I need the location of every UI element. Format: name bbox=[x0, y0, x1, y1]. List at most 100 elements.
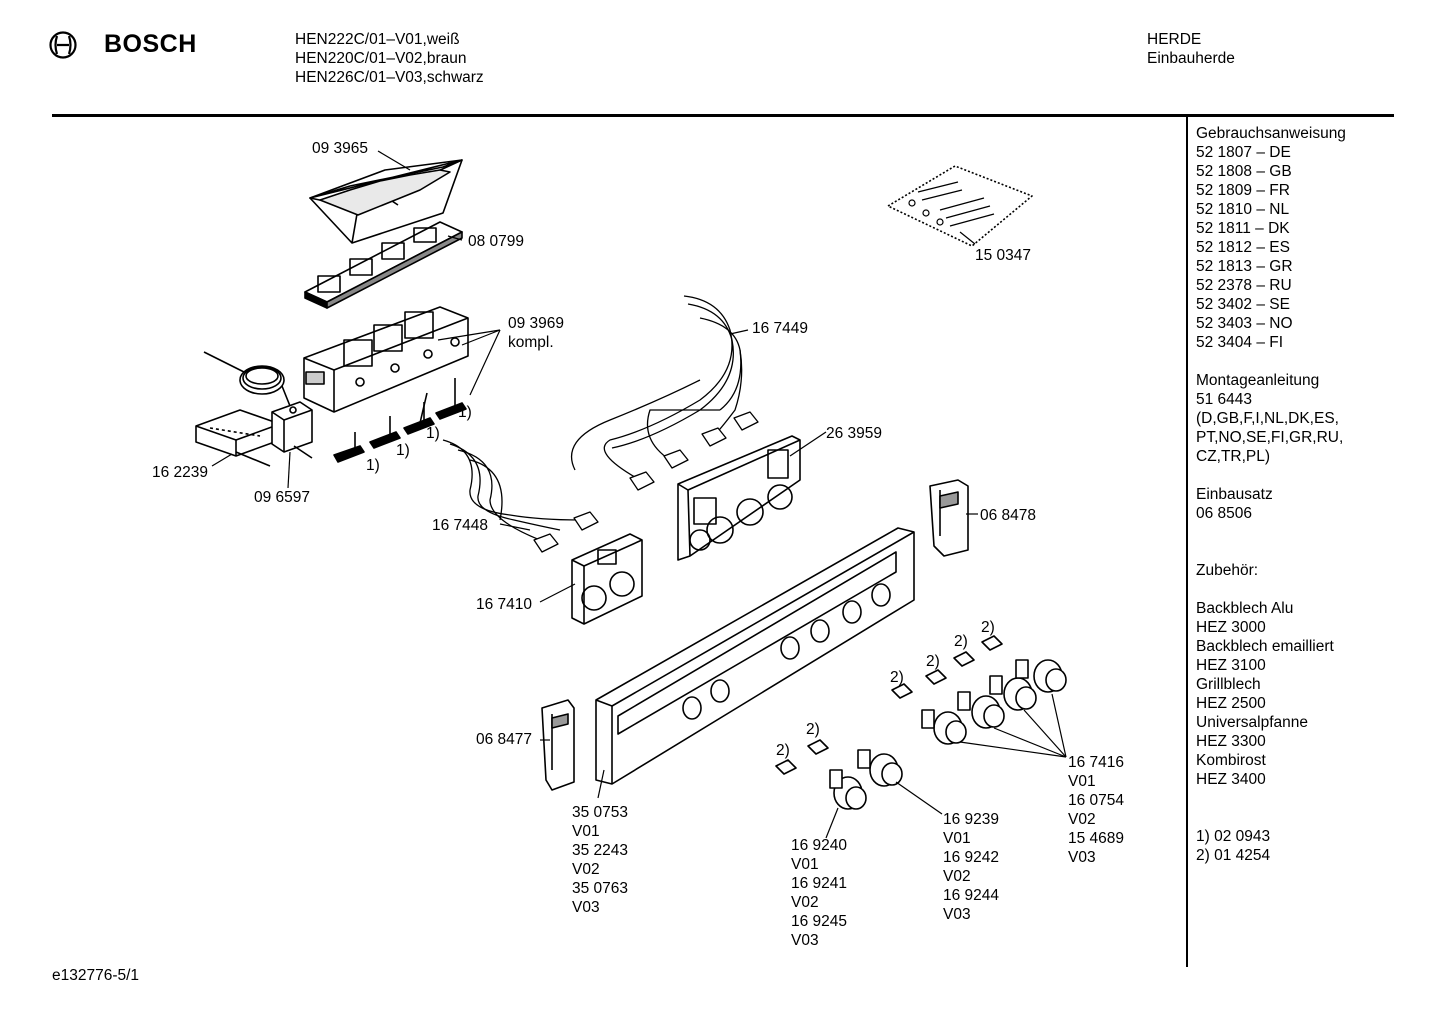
label-169239: 16 9239 V01 16 9242 V02 16 9244 V03 bbox=[943, 810, 999, 924]
label-167449: 16 7449 bbox=[752, 320, 809, 337]
label-line: 35 2243 bbox=[572, 842, 629, 859]
note-1-marker: 1) bbox=[396, 442, 410, 459]
accessories-title: Zubehör: bbox=[1196, 562, 1259, 579]
model-line: HEN220C/01–V02,braun bbox=[295, 50, 467, 67]
label-096597: 09 6597 bbox=[254, 489, 311, 506]
header-rule bbox=[52, 114, 1394, 117]
label-line: V02 bbox=[1068, 811, 1096, 828]
label-167448: 16 7448 bbox=[432, 517, 489, 534]
label-line: V01 bbox=[791, 856, 819, 873]
label-line: 35 0763 bbox=[572, 880, 629, 897]
mount-item: 51 6443 bbox=[1196, 391, 1253, 408]
model-list: HEN222C/01–V01,weiß HEN220C/01–V02,braun… bbox=[295, 30, 484, 87]
footnote: 1) 02 0943 bbox=[1196, 828, 1271, 845]
label-line: V03 bbox=[791, 932, 819, 949]
label-068477: 06 8477 bbox=[476, 731, 533, 748]
part-068477-bracket bbox=[541, 699, 575, 791]
manual-item: 52 1812 – ES bbox=[1196, 239, 1290, 256]
note-1-marker: 1) bbox=[426, 425, 440, 442]
note-2-marker: 2) bbox=[926, 653, 940, 670]
accessory-item: Kombirost bbox=[1196, 752, 1266, 769]
note-2-marker: 2) bbox=[981, 619, 995, 636]
label-line: V03 bbox=[572, 899, 600, 916]
label-line: 35 0753 bbox=[572, 804, 629, 821]
part-068478-bracket bbox=[929, 479, 969, 557]
label-line: 09 3969 bbox=[508, 315, 565, 332]
manual-item: 52 1813 – GR bbox=[1196, 258, 1293, 275]
label-093965: 09 3965 bbox=[312, 140, 369, 157]
label-162239: 16 2239 bbox=[152, 464, 209, 481]
part-small-switches bbox=[333, 378, 467, 463]
part-263959-module bbox=[677, 435, 801, 561]
part-clips bbox=[775, 635, 1003, 775]
model-line: HEN226C/01–V03,schwarz bbox=[295, 69, 484, 86]
part-knobs-left bbox=[829, 749, 903, 810]
note-2-marker: 2) bbox=[890, 669, 904, 686]
part-096597-regulator bbox=[203, 351, 313, 459]
note-2-marker: 2) bbox=[806, 721, 820, 738]
manual-item: 52 1809 – FR bbox=[1196, 182, 1290, 199]
label-line: V03 bbox=[943, 906, 971, 923]
label-line: 16 0754 bbox=[1068, 792, 1125, 809]
footnote: 2) 01 4254 bbox=[1196, 847, 1271, 864]
note-2-marker: 2) bbox=[954, 633, 968, 650]
manual-item: 52 1810 – NL bbox=[1196, 201, 1290, 218]
note-1-marker: 1) bbox=[458, 404, 472, 421]
part-093969-switch-block bbox=[303, 306, 469, 413]
label-line: V01 bbox=[943, 830, 971, 847]
accessory-item: HEZ 3400 bbox=[1196, 771, 1266, 788]
label-line: V02 bbox=[791, 894, 819, 911]
label-line: 16 9239 bbox=[943, 811, 1000, 828]
accessory-item: HEZ 3000 bbox=[1196, 619, 1266, 636]
exploded-diagram bbox=[195, 150, 1067, 839]
accessory-item: HEZ 2500 bbox=[1196, 695, 1266, 712]
label-line: V01 bbox=[1068, 773, 1096, 790]
leader-lines bbox=[211, 150, 1067, 839]
part-167448-harness bbox=[442, 439, 599, 553]
sidebar-rule bbox=[1186, 117, 1188, 967]
label-line: 16 9240 bbox=[791, 837, 848, 854]
part-150347-screw-bag bbox=[887, 165, 1033, 247]
label-line: V03 bbox=[1068, 849, 1096, 866]
brand-name: BOSCH bbox=[104, 30, 197, 58]
mount-title: Montageanleitung bbox=[1196, 372, 1320, 389]
manual-item: 52 3403 – NO bbox=[1196, 315, 1293, 332]
label-263959: 26 3959 bbox=[826, 425, 883, 442]
part-knobs-right bbox=[921, 659, 1067, 745]
label-150347: 15 0347 bbox=[975, 247, 1032, 264]
label-line: V02 bbox=[943, 868, 971, 885]
accessory-item: Universalpfanne bbox=[1196, 714, 1309, 731]
part-350753-panel bbox=[595, 527, 915, 785]
category: HERDE Einbauherde bbox=[1147, 30, 1235, 68]
label-line: 16 9245 bbox=[791, 913, 848, 930]
category-line: HERDE bbox=[1147, 31, 1202, 48]
drawing-id: e132776-5/1 bbox=[52, 967, 140, 984]
label-line: V01 bbox=[572, 823, 600, 840]
note-2-marker: 2) bbox=[776, 742, 790, 759]
manual-item: 52 1811 – DK bbox=[1196, 220, 1290, 237]
category-line: Einbauherde bbox=[1147, 50, 1235, 67]
part-080799-frame bbox=[304, 221, 463, 309]
label-093969: 09 3969 kompl. bbox=[508, 314, 564, 352]
kit-title: Einbausatz bbox=[1196, 486, 1273, 503]
accessory-item: Grillblech bbox=[1196, 676, 1261, 693]
label-080799: 08 0799 bbox=[468, 233, 525, 250]
part-167449-harness bbox=[570, 295, 759, 491]
kit-number: 06 8506 bbox=[1196, 505, 1253, 522]
label-169240: 16 9240 V01 16 9241 V02 16 9245 V03 bbox=[791, 836, 847, 950]
label-167416: 16 7416 V01 16 0754 V02 15 4689 V03 bbox=[1068, 753, 1124, 867]
label-167410: 16 7410 bbox=[476, 596, 533, 613]
model-line: HEN222C/01–V01,weiß bbox=[295, 31, 460, 48]
note-1-marker: 1) bbox=[366, 457, 380, 474]
manual-item: 52 3404 – FI bbox=[1196, 334, 1284, 351]
part-162239-thermostat bbox=[195, 409, 281, 467]
label-350753: 35 0753 V01 35 2243 V02 35 0763 V03 bbox=[572, 803, 628, 917]
manual-item: 52 3402 – SE bbox=[1196, 296, 1290, 313]
accessory-item: Backblech Alu bbox=[1196, 600, 1294, 617]
manual-item: 52 2378 – RU bbox=[1196, 277, 1292, 294]
sidebar: Gebrauchsanweisung 52 1807 – DE 52 1808 … bbox=[1196, 124, 1346, 865]
label-line: kompl. bbox=[508, 334, 554, 351]
accessory-item: Backblech emailliert bbox=[1196, 638, 1334, 655]
accessory-item: HEZ 3300 bbox=[1196, 733, 1266, 750]
manual-item: 52 1807 – DE bbox=[1196, 144, 1291, 161]
